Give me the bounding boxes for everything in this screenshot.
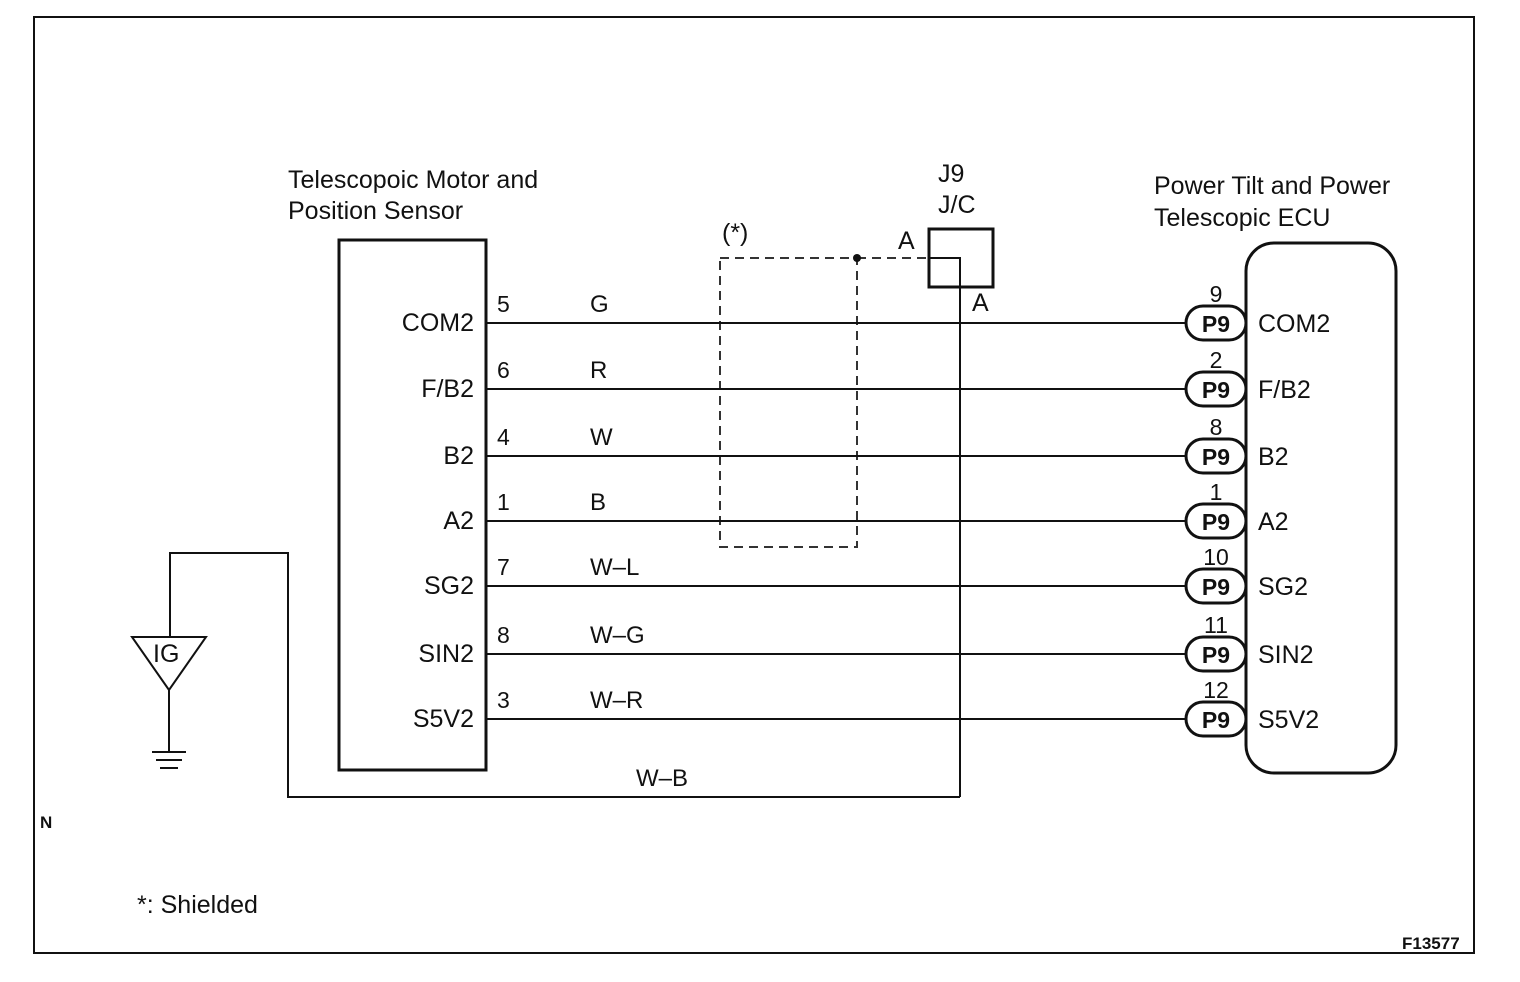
connector-pill [1184, 370, 1248, 408]
junction-terminal-in: A [898, 227, 915, 255]
left-pin-number: 3 [497, 687, 510, 713]
junction-name: J9 [938, 160, 964, 188]
left-terminal-label: A2 [443, 507, 474, 535]
right-terminal-label: B2 [1258, 443, 1289, 471]
wire-color-label: W–L [590, 554, 639, 581]
connector-label: P9 [1202, 642, 1230, 668]
shield-marker: (*) [722, 219, 748, 247]
diagram-frame [33, 16, 1475, 954]
left-pin-number: 8 [497, 622, 510, 648]
right-terminal-label: A2 [1258, 508, 1289, 536]
connector-label: P9 [1202, 707, 1230, 733]
left-component-title-line2: Position Sensor [288, 197, 463, 225]
right-terminal-label: S5V2 [1258, 706, 1319, 734]
left-pin-number: 1 [497, 489, 510, 515]
figure-code: F13577 [1402, 934, 1460, 953]
junction-terminal-out: A [972, 289, 989, 317]
left-pin-number: 6 [497, 357, 510, 383]
right-pin-number: 10 [1203, 544, 1229, 570]
connector-pill [1184, 437, 1248, 475]
left-terminal-label: B2 [443, 442, 474, 470]
left-terminal-label: S5V2 [413, 705, 474, 733]
wire-color-label: G [590, 291, 609, 318]
wire-color-label: W [590, 424, 613, 451]
right-component-title-line2: Telescopic ECU [1154, 204, 1330, 232]
left-terminal-label: F/B2 [421, 375, 474, 403]
connector-pill [1184, 635, 1248, 673]
left-pin-number: 7 [497, 554, 510, 580]
left-pin-number: 4 [497, 424, 510, 450]
corner-letter: N [40, 813, 52, 832]
connector-label: P9 [1202, 444, 1230, 470]
right-pin-number: 2 [1210, 347, 1223, 373]
left-terminal-label: SG2 [424, 572, 474, 600]
left-pin-number: 5 [497, 291, 510, 317]
left-terminal-label: SIN2 [418, 640, 474, 668]
right-pin-number: 11 [1204, 612, 1228, 638]
junction-internal-link [929, 257, 961, 797]
wire-color-label: R [590, 357, 607, 384]
right-pin-number: 12 [1203, 677, 1229, 703]
connector-label: P9 [1202, 377, 1230, 403]
left-component-title-line1: Telescopoic Motor and [288, 166, 538, 194]
ground-wire-color: W–B [636, 765, 688, 792]
connector-pill [1184, 502, 1248, 540]
left-terminal-label: COM2 [402, 309, 474, 337]
right-terminal-label: F/B2 [1258, 376, 1311, 404]
right-pin-number: 1 [1210, 479, 1223, 505]
right-pin-number: 8 [1210, 414, 1223, 440]
ground-label: IG [153, 640, 179, 668]
right-terminal-label: COM2 [1258, 310, 1330, 338]
shield-box [719, 257, 858, 548]
connector-label: P9 [1202, 509, 1230, 535]
ground-wire [169, 552, 960, 798]
connector-pill [1184, 304, 1248, 342]
connector-pill [1184, 567, 1248, 605]
right-terminal-label: SG2 [1258, 573, 1308, 601]
footnote: *: Shielded [137, 891, 258, 919]
junction-type: J/C [938, 191, 976, 219]
ground-symbol: IG [130, 636, 208, 769]
right-pin-number: 9 [1210, 281, 1223, 307]
right-terminal-label: SIN2 [1258, 641, 1314, 669]
wire-color-label: B [590, 489, 606, 516]
shield-junction-dot [853, 254, 861, 262]
right-component-box [1244, 241, 1398, 775]
right-component-title-line1: Power Tilt and Power [1154, 172, 1390, 200]
connector-label: P9 [1202, 311, 1230, 337]
wire-color-label: W–G [590, 622, 645, 649]
wire-color-label: W–R [590, 687, 643, 714]
connector-label: P9 [1202, 574, 1230, 600]
left-component-box [337, 238, 488, 772]
connector-pill [1184, 700, 1248, 738]
